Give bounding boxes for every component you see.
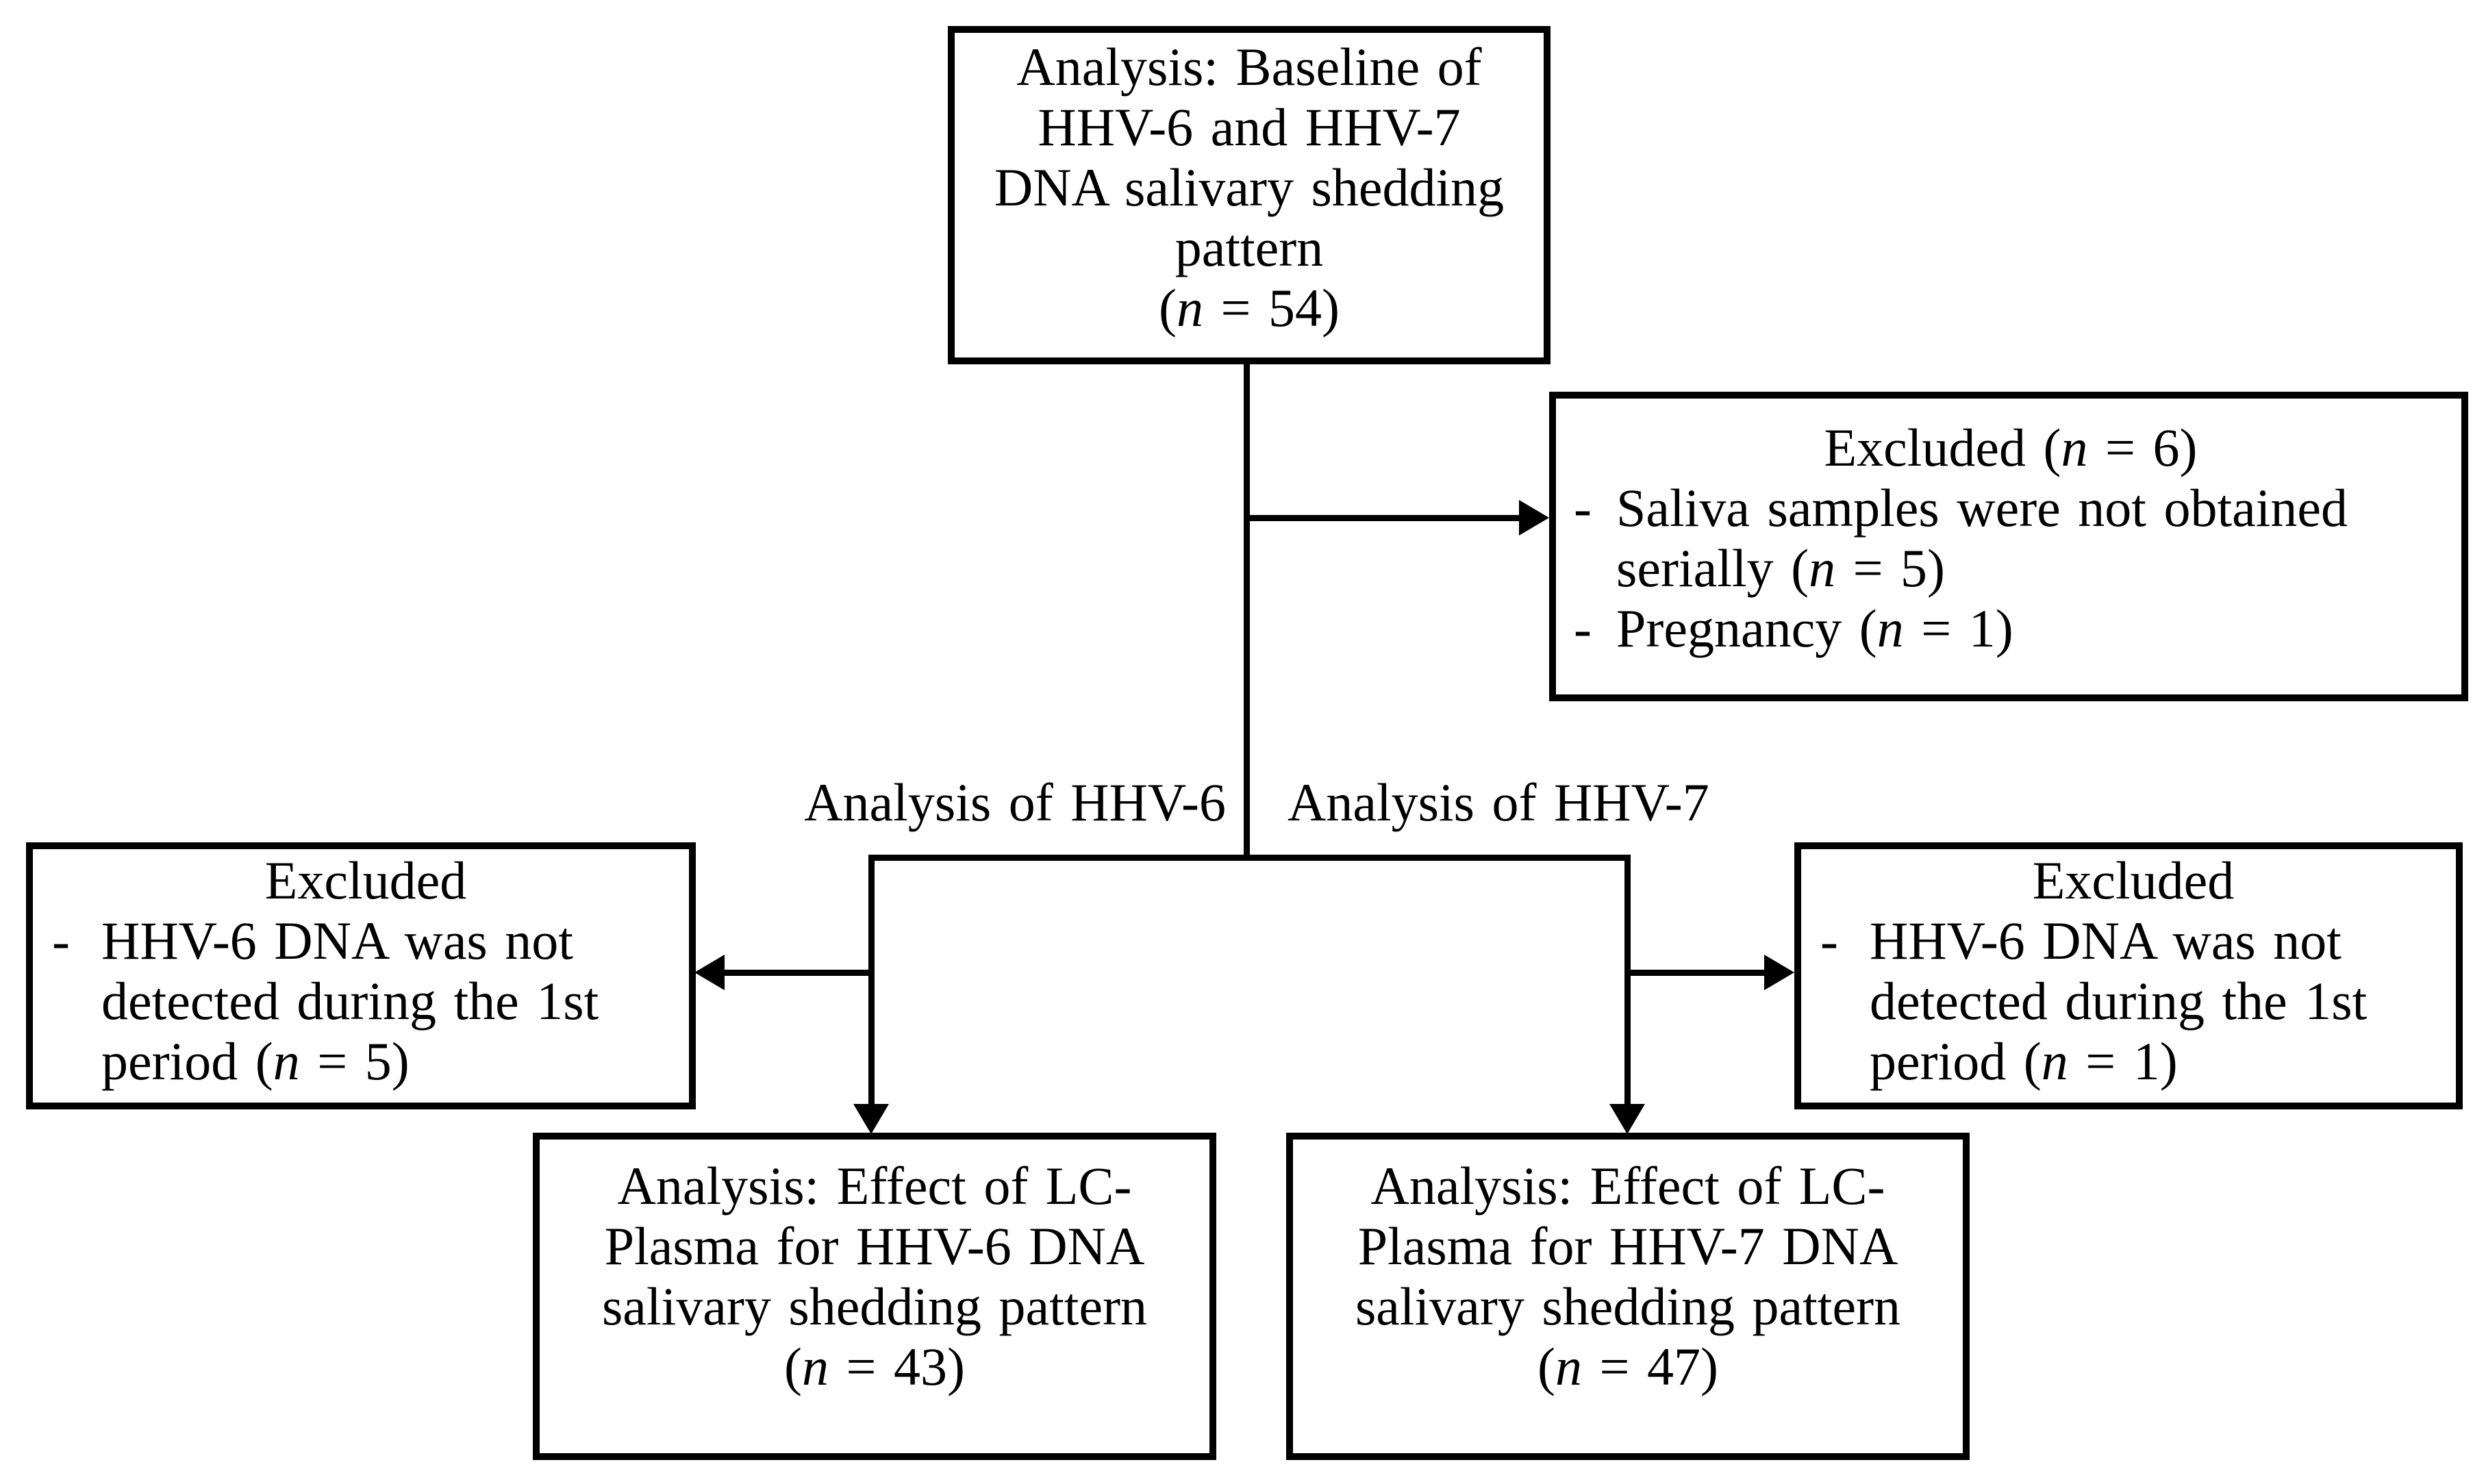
bullet-item: - Pregnancy (n = 1) xyxy=(1574,599,2448,659)
bullet-dash: - xyxy=(1574,599,1592,658)
connector-branch-horizontal xyxy=(868,855,1627,861)
connector-left-vertical xyxy=(868,855,875,1105)
connector-right-vertical xyxy=(1624,855,1631,1105)
bullet-text-line: Pregnancy (n = 1) xyxy=(1616,599,2013,658)
box-text-line: (n = 47) xyxy=(1537,1337,1718,1396)
excluded-title: Excluded (n = 6) xyxy=(1824,418,2198,477)
bullet-text-line: HHV-6 DNA was not xyxy=(101,911,573,970)
box-text-line: Plasma for HHV-6 DNA xyxy=(604,1216,1145,1276)
excluded-bullet-list: - HHV-6 DNA was not detected during the … xyxy=(52,911,679,1092)
box-text-line: Analysis: Baseline of xyxy=(1016,37,1482,97)
box-text-line: pattern xyxy=(1175,218,1324,277)
bullet-dash: - xyxy=(1574,478,1592,538)
connector-center-vertical xyxy=(1244,364,1250,860)
excluded-bullet-list: - Saliva samples were not obtained seria… xyxy=(1574,478,2448,659)
bullet-item: - HHV-6 DNA was not detected during the … xyxy=(1820,911,2446,1092)
hhv7-analysis-box: Analysis: Effect of LC- Plasma for HHV-7… xyxy=(1286,1133,1970,1460)
box-text-line: Plasma for HHV-7 DNA xyxy=(1357,1216,1898,1276)
connector-to-excluded-right xyxy=(1627,970,1764,976)
arrowhead-right-icon xyxy=(1519,500,1549,536)
bullet-text-line: HHV-6 DNA was not xyxy=(1870,911,2341,970)
branch-label-hhv7: Analysis of HHV-7 xyxy=(1288,772,1709,832)
connector-to-excluded-left xyxy=(725,970,871,976)
bullet-dash: - xyxy=(1820,911,1838,970)
baseline-analysis-box: Analysis: Baseline of HHV-6 and HHV-7 DN… xyxy=(948,26,1550,364)
hhv6-analysis-box: Analysis: Effect of LC- Plasma for HHV-6… xyxy=(533,1133,1216,1460)
bullet-text-line: period (n = 1) xyxy=(1870,1031,2178,1091)
excluded-title: Excluded xyxy=(2032,851,2235,910)
excluded-left-box: Excluded - HHV-6 DNA was not detected du… xyxy=(26,842,696,1109)
box-text-line: Analysis: Effect of LC- xyxy=(1370,1156,1885,1216)
bullet-text-line: detected during the 1st xyxy=(1870,971,2368,1031)
box-text-line: salivary shedding pattern xyxy=(601,1277,1148,1336)
excluded-right-box: Excluded - HHV-6 DNA was not detected du… xyxy=(1794,842,2463,1109)
box-text-line: (n = 43) xyxy=(784,1337,965,1396)
box-text-line: (n = 54) xyxy=(1159,278,1340,338)
arrowhead-right-icon xyxy=(1764,955,1794,990)
arrowhead-down-icon xyxy=(1609,1104,1645,1134)
connector-to-excluded-top xyxy=(1244,515,1520,521)
excluded-bullet-list: - HHV-6 DNA was not detected during the … xyxy=(1820,911,2446,1092)
bullet-item: - HHV-6 DNA was not detected during the … xyxy=(52,911,679,1092)
box-text-line: HHV-6 and HHV-7 xyxy=(1038,97,1461,157)
arrowhead-left-icon xyxy=(694,955,725,990)
bullet-dash: - xyxy=(52,911,70,970)
bullet-text-line: period (n = 5) xyxy=(101,1031,410,1091)
arrowhead-down-icon xyxy=(853,1104,889,1134)
box-text-line: Analysis: Effect of LC- xyxy=(617,1156,1132,1216)
excluded-top-box: Excluded (n = 6) - Saliva samples were n… xyxy=(1549,392,2468,701)
excluded-title: Excluded xyxy=(264,851,467,910)
bullet-text-line: detected during the 1st xyxy=(101,971,599,1031)
branch-label-hhv6: Analysis of HHV-6 xyxy=(804,772,1226,832)
bullet-item: - Saliva samples were not obtained seria… xyxy=(1574,478,2448,599)
box-text-line: DNA salivary shedding xyxy=(994,158,1505,217)
bullet-text-line: serially (n = 5) xyxy=(1616,538,1946,598)
box-text-line: salivary shedding pattern xyxy=(1355,1277,1901,1336)
bullet-text-line: Saliva samples were not obtained xyxy=(1616,478,2348,538)
